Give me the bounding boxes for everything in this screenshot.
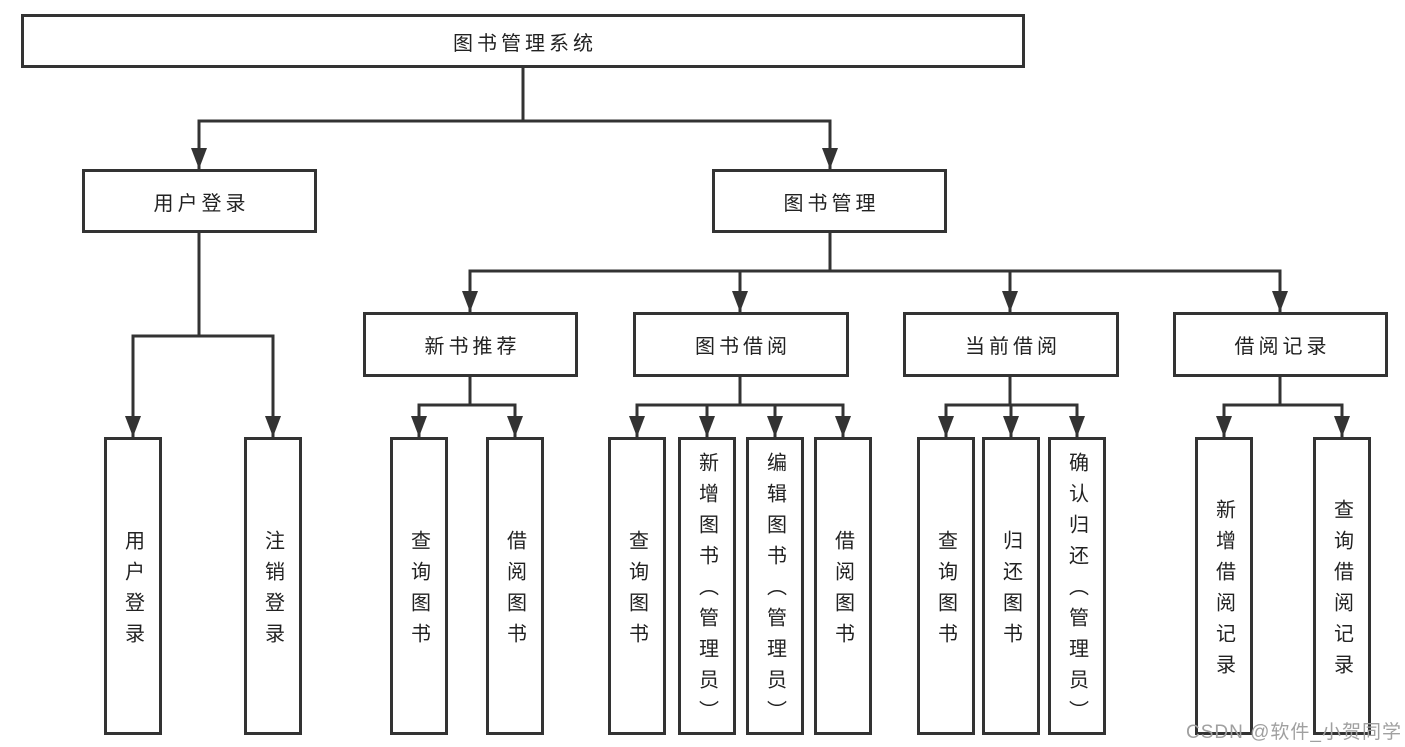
node-book-borrowing: 图书借阅: [633, 312, 849, 377]
node-label: 图书管理系统: [453, 32, 597, 55]
arrowhead: [462, 291, 478, 312]
connector-root-to-level2: [197, 68, 832, 169]
node-label: 查询图书: [625, 529, 648, 654]
node-label: 编辑图书（管理员）: [763, 452, 786, 731]
node-label: 借阅图书: [831, 529, 854, 654]
leaf-borrow-books-borrowing: 借阅图书: [814, 437, 872, 735]
leaf-user-login: 用户登录: [104, 437, 162, 735]
leaf-confirm-return-admin: 确认归还（管理员）: [1048, 437, 1106, 735]
node-label: 查询图书: [934, 529, 957, 654]
arrowhead: [1216, 416, 1232, 437]
arrowhead: [1069, 416, 1085, 437]
node-label: 新书推荐: [424, 336, 521, 358]
node-label: 用户登录: [153, 192, 250, 215]
arrowhead: [835, 416, 851, 437]
node-new-book-recommend: 新书推荐: [363, 312, 578, 377]
node-user-login: 用户登录: [82, 169, 317, 233]
node-label: 查询图书: [407, 529, 430, 654]
leaf-return-books: 归还图书: [982, 437, 1040, 735]
node-borrowing-records: 借阅记录: [1173, 312, 1388, 377]
connector-records-to-children: [1222, 377, 1344, 437]
node-label: 当前借阅: [965, 336, 1061, 358]
node-label: 用户登录: [121, 529, 144, 654]
arrowhead: [1334, 416, 1350, 437]
connector-userlogin-to-children: [131, 233, 275, 437]
connector-newbook-to-children: [417, 377, 517, 437]
node-label: 借阅记录: [1234, 336, 1331, 358]
node-book-management: 图书管理: [712, 169, 947, 233]
node-label: 注销登录: [261, 529, 284, 654]
leaf-borrow-books-recommend: 借阅图书: [486, 437, 544, 735]
node-current-borrowing: 当前借阅: [903, 312, 1119, 377]
arrowhead: [507, 416, 523, 437]
leaf-query-books-recommend: 查询图书: [390, 437, 448, 735]
connector-bookmgmt-to-level3: [468, 233, 1282, 312]
node-label: 图书借阅: [695, 336, 791, 358]
arrowhead: [411, 416, 427, 437]
node-label: 借阅图书: [503, 529, 526, 654]
leaf-query-books-current: 查询图书: [917, 437, 975, 735]
leaf-edit-books-admin: 编辑图书（管理员）: [746, 437, 804, 735]
leaf-add-books-admin: 新增图书（管理员）: [678, 437, 736, 735]
arrowhead: [1003, 416, 1019, 437]
arrowhead: [1002, 291, 1018, 312]
arrowhead: [767, 416, 783, 437]
arrowhead: [732, 291, 748, 312]
node-label: 查询借阅记录: [1330, 498, 1353, 685]
arrowhead: [699, 416, 715, 437]
leaf-query-borrow-record: 查询借阅记录: [1313, 437, 1371, 735]
arrowhead: [191, 148, 207, 169]
arrowhead: [629, 416, 645, 437]
node-label: 图书管理: [783, 192, 880, 215]
arrowhead: [822, 148, 838, 169]
node-label: 新增图书（管理员）: [695, 452, 718, 731]
node-label: 新增借阅记录: [1212, 498, 1235, 685]
node-label: 归还图书: [999, 529, 1022, 654]
arrowhead: [265, 416, 281, 437]
node-library-management-system: 图书管理系统: [21, 14, 1025, 68]
csdn-watermark: CSDN @软件_小贺同学: [1186, 722, 1402, 743]
connector-borrowing-to-children: [635, 377, 845, 437]
arrowhead: [125, 416, 141, 437]
leaf-add-borrow-record: 新增借阅记录: [1195, 437, 1253, 735]
arrowhead: [1272, 291, 1288, 312]
node-label: 确认归还（管理员）: [1065, 452, 1088, 731]
arrowhead: [938, 416, 954, 437]
leaf-query-books-borrowing: 查询图书: [608, 437, 666, 735]
leaf-logout-login: 注销登录: [244, 437, 302, 735]
